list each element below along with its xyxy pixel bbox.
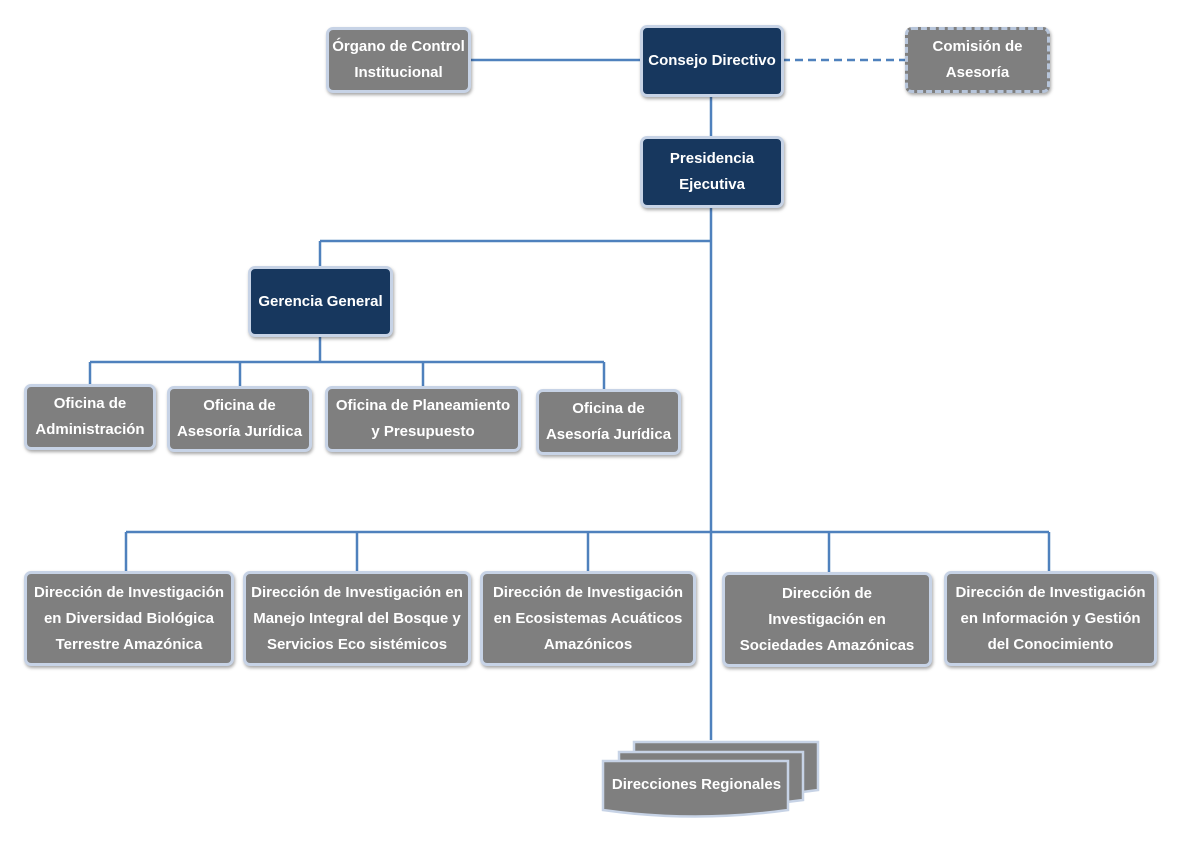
oficina-planeamiento-presupuesto-box: Oficina de Planeamiento y Presupuesto [325, 386, 521, 452]
direccion-ecosistemas-acuaticos-box: Dirección de Investigación en Ecosistema… [480, 571, 696, 666]
presidencia-ejecutiva-box: Presidencia Ejecutiva [640, 136, 784, 208]
consejo-directivo-box: Consejo Directivo [640, 25, 784, 97]
direcciones-regionales-stack [601, 740, 820, 818]
direccion-diversidad-biologica-box: Dirección de Investigación en Diversidad… [24, 571, 234, 666]
direccion-sociedades-amazonicas-box: Dirección de Investigación en Sociedades… [722, 572, 932, 667]
organo-control-institucional-box: Órgano de Control Institucional [326, 27, 471, 93]
gerencia-general-box: Gerencia General [248, 266, 393, 337]
direccion-manejo-bosque-box: Dirección de Investigación en Manejo Int… [243, 571, 471, 666]
oficina-asesoria-juridica-box: Oficina de Asesoría Jurídica [167, 386, 312, 452]
comision-asesoria-box: Comisión de Asesoría [905, 27, 1050, 93]
oficina-asesoria-juridica-box-2: Oficina de Asesoría Jurídica [536, 389, 681, 455]
oficina-administracion-box: Oficina de Administración [24, 384, 156, 450]
direcciones-regionales-label: Direcciones Regionales [611, 775, 782, 793]
direccion-informacion-conocimiento-box: Dirección de Investigación en Informació… [944, 571, 1157, 666]
